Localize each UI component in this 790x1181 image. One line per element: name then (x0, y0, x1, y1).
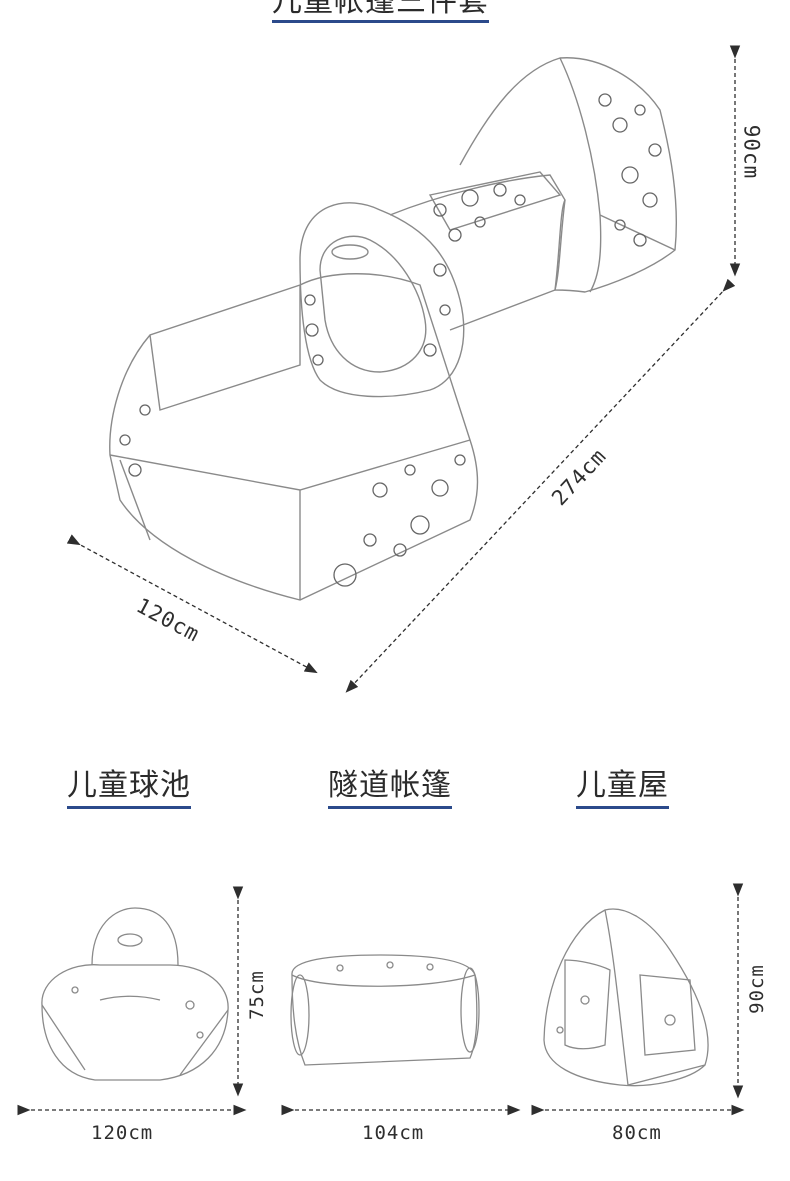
page-title: 儿童帐篷三件套 (272, 0, 489, 23)
tunnel-tent-title: 隧道帐篷 (328, 760, 452, 809)
main-product-illustration (66, 45, 741, 693)
house-width-label: 80cm (612, 1122, 662, 1144)
tunnel-tent-sketch (290, 954, 480, 1066)
ball-pit-width-label: 120cm (91, 1122, 154, 1144)
ball-pit-height-label: 75cm (245, 970, 268, 1020)
ball-pit-sketch (41, 907, 229, 1081)
play-house-title: 儿童屋 (576, 760, 669, 809)
house-height-label: 90cm (745, 964, 768, 1014)
play-house-sketch (543, 908, 709, 1087)
ball-pit-title: 儿童球池 (67, 760, 191, 809)
tunnel-width-label: 104cm (362, 1122, 425, 1144)
